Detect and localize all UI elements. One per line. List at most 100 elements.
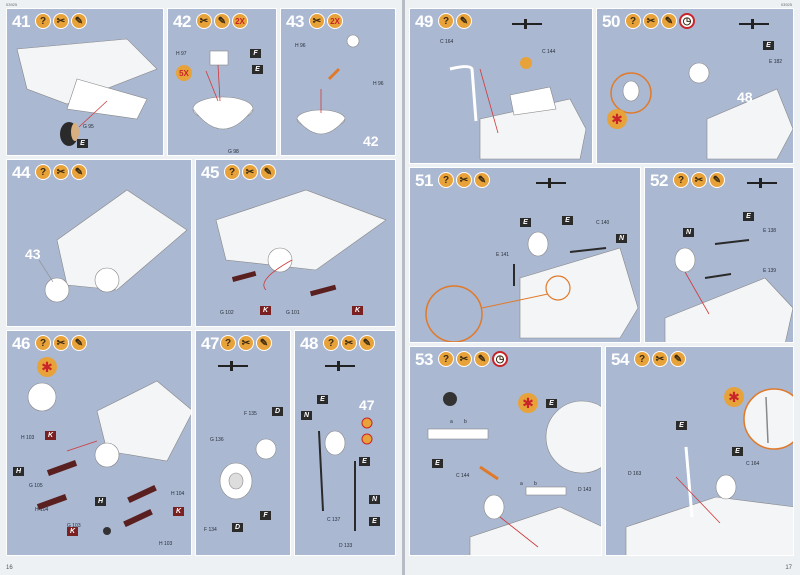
paint-icon: ✎ [661, 13, 677, 29]
paint-tag: F [260, 511, 271, 520]
paint-icon: ✎ [71, 335, 87, 351]
step-50-panel: 50 ? ✂ ✎ ◷ ✱ 48 E E 182 [596, 8, 794, 164]
step-41-panel: 41 ? ✂ ✎ G 95 E [6, 8, 164, 156]
paint-tag: H [13, 467, 24, 476]
paint-tag: E [252, 65, 263, 74]
paint-tag: E [317, 395, 328, 404]
paint-tag: E [743, 212, 754, 221]
part-label: G 95 [83, 124, 94, 130]
part-label: G 98 [228, 149, 239, 155]
step-51-drawing [425, 231, 639, 342]
step-44-panel: 44 ? ✂ ✎ 43 [6, 159, 192, 327]
paint-tag: K [67, 527, 78, 536]
paint-icon: ✎ [71, 164, 87, 180]
cut-icon: ✂ [53, 164, 69, 180]
part-label: E 139 [763, 268, 777, 274]
step-54-panel: 54 ? ✂ ✎ ✱ E D 163 E C 164 [605, 346, 794, 556]
aircraft-silhouette-icon [536, 178, 566, 188]
paint-icon: ✎ [456, 13, 472, 29]
book-spine [402, 0, 406, 575]
left-page-number: 16 [6, 565, 13, 571]
step-47-panel: 47 ? ✂ ✎ G 136 F 135 D F 134 D F [195, 330, 291, 556]
cut-icon: ✂ [238, 335, 254, 351]
step-number: 43 [286, 12, 304, 31]
step-54-drawing [625, 388, 793, 555]
part-label: E 138 [763, 228, 777, 234]
left-page-code: 03925 [6, 2, 18, 7]
part-label: F 134 [204, 527, 217, 533]
quantity-icon: 2X [327, 13, 343, 29]
detail-star-icon: ✱ [518, 393, 538, 413]
part-label: C 144 [456, 473, 470, 479]
paint-tag: E [369, 517, 380, 526]
step-51-panel: 51 ? ✂ ✎ E E 141 E C 140 N [409, 167, 641, 343]
step-number: 47 [201, 334, 219, 353]
step-50-drawing [610, 62, 793, 160]
part-label: H 97 [176, 51, 187, 57]
paint-tag: E [77, 139, 88, 148]
paint-tag: E [763, 41, 774, 50]
step-43-drawing [296, 34, 360, 135]
paint-tag: H [95, 497, 106, 506]
question-icon: ? [323, 335, 339, 351]
part-label: H 103 [159, 541, 173, 547]
reference-number: 48 [737, 89, 753, 105]
part-label: D 163 [628, 471, 642, 477]
question-icon: ? [634, 351, 650, 367]
step-42-drawing [192, 50, 254, 130]
paint-tag: K [173, 507, 184, 516]
paint-tag: N [301, 411, 312, 420]
part-label: G 103 [67, 523, 81, 529]
part-label: D 143 [578, 487, 592, 493]
step-number: 54 [611, 350, 629, 369]
step-number: 48 [300, 334, 318, 353]
question-icon: ? [438, 172, 454, 188]
aircraft-silhouette-icon [512, 19, 542, 29]
part-label: G 101 [286, 310, 300, 316]
paint-tag: E [676, 421, 687, 430]
step-48-drawing [318, 417, 373, 531]
question-icon: ? [35, 13, 51, 29]
step-43-panel: 43 ✂ 2X H 96 H 96 42 [280, 8, 396, 156]
paint-tag: D [232, 523, 243, 532]
right-page: 03925 49 ? ✎ C 164 C 144 50 ? ✂ ✎ ◷ [405, 0, 800, 575]
part-label: G 105 [29, 483, 43, 489]
step-41-drawing [16, 38, 158, 146]
part-label: a [450, 419, 453, 425]
cut-icon: ✂ [196, 13, 212, 29]
detail-star-icon: ✱ [37, 357, 57, 377]
paint-tag: E [562, 216, 573, 225]
step-number: 49 [415, 12, 433, 31]
paint-tag: E [432, 459, 443, 468]
step-52-drawing [664, 239, 793, 342]
detail-star-icon: ✱ [607, 109, 627, 129]
paint-tag: D [272, 407, 283, 416]
drying-time-clock-icon: ◷ [492, 351, 508, 367]
step-44-drawing [38, 189, 188, 303]
part-label: b [464, 419, 467, 425]
left-page: 03925 41 ? ✂ ✎ G 95 E 42 ✂ ✎ 2X [0, 0, 403, 575]
step-number: 52 [650, 171, 668, 190]
cut-icon: ✂ [456, 351, 472, 367]
paint-icon: ✎ [256, 335, 272, 351]
paint-tag: K [260, 306, 271, 315]
question-icon: ? [35, 335, 51, 351]
reference-number: 47 [359, 397, 375, 413]
step-49-panel: 49 ? ✎ C 164 C 144 [409, 8, 593, 164]
step-53-panel: 53 ? ✂ ✎ ◷ ✱ b a E C 144 E a b D 143 [409, 346, 602, 556]
step-number: 41 [12, 12, 30, 31]
paint-icon: ✎ [474, 172, 490, 188]
step-number: 50 [602, 12, 620, 31]
reference-number: 42 [363, 133, 379, 149]
question-icon: ? [673, 172, 689, 188]
reference-number: 43 [25, 246, 41, 262]
part-label: H 104 [35, 507, 49, 513]
part-label: C 164 [440, 39, 454, 45]
aircraft-silhouette-icon [218, 361, 248, 371]
question-icon: ? [35, 164, 51, 180]
aircraft-silhouette-icon [747, 178, 777, 188]
step-42-panel: 42 ✂ ✎ 2X 5X H 97 F E G 98 [167, 8, 277, 156]
paint-tag: N [683, 228, 694, 237]
paint-icon: ✎ [474, 351, 490, 367]
step-45-drawing [215, 189, 387, 297]
